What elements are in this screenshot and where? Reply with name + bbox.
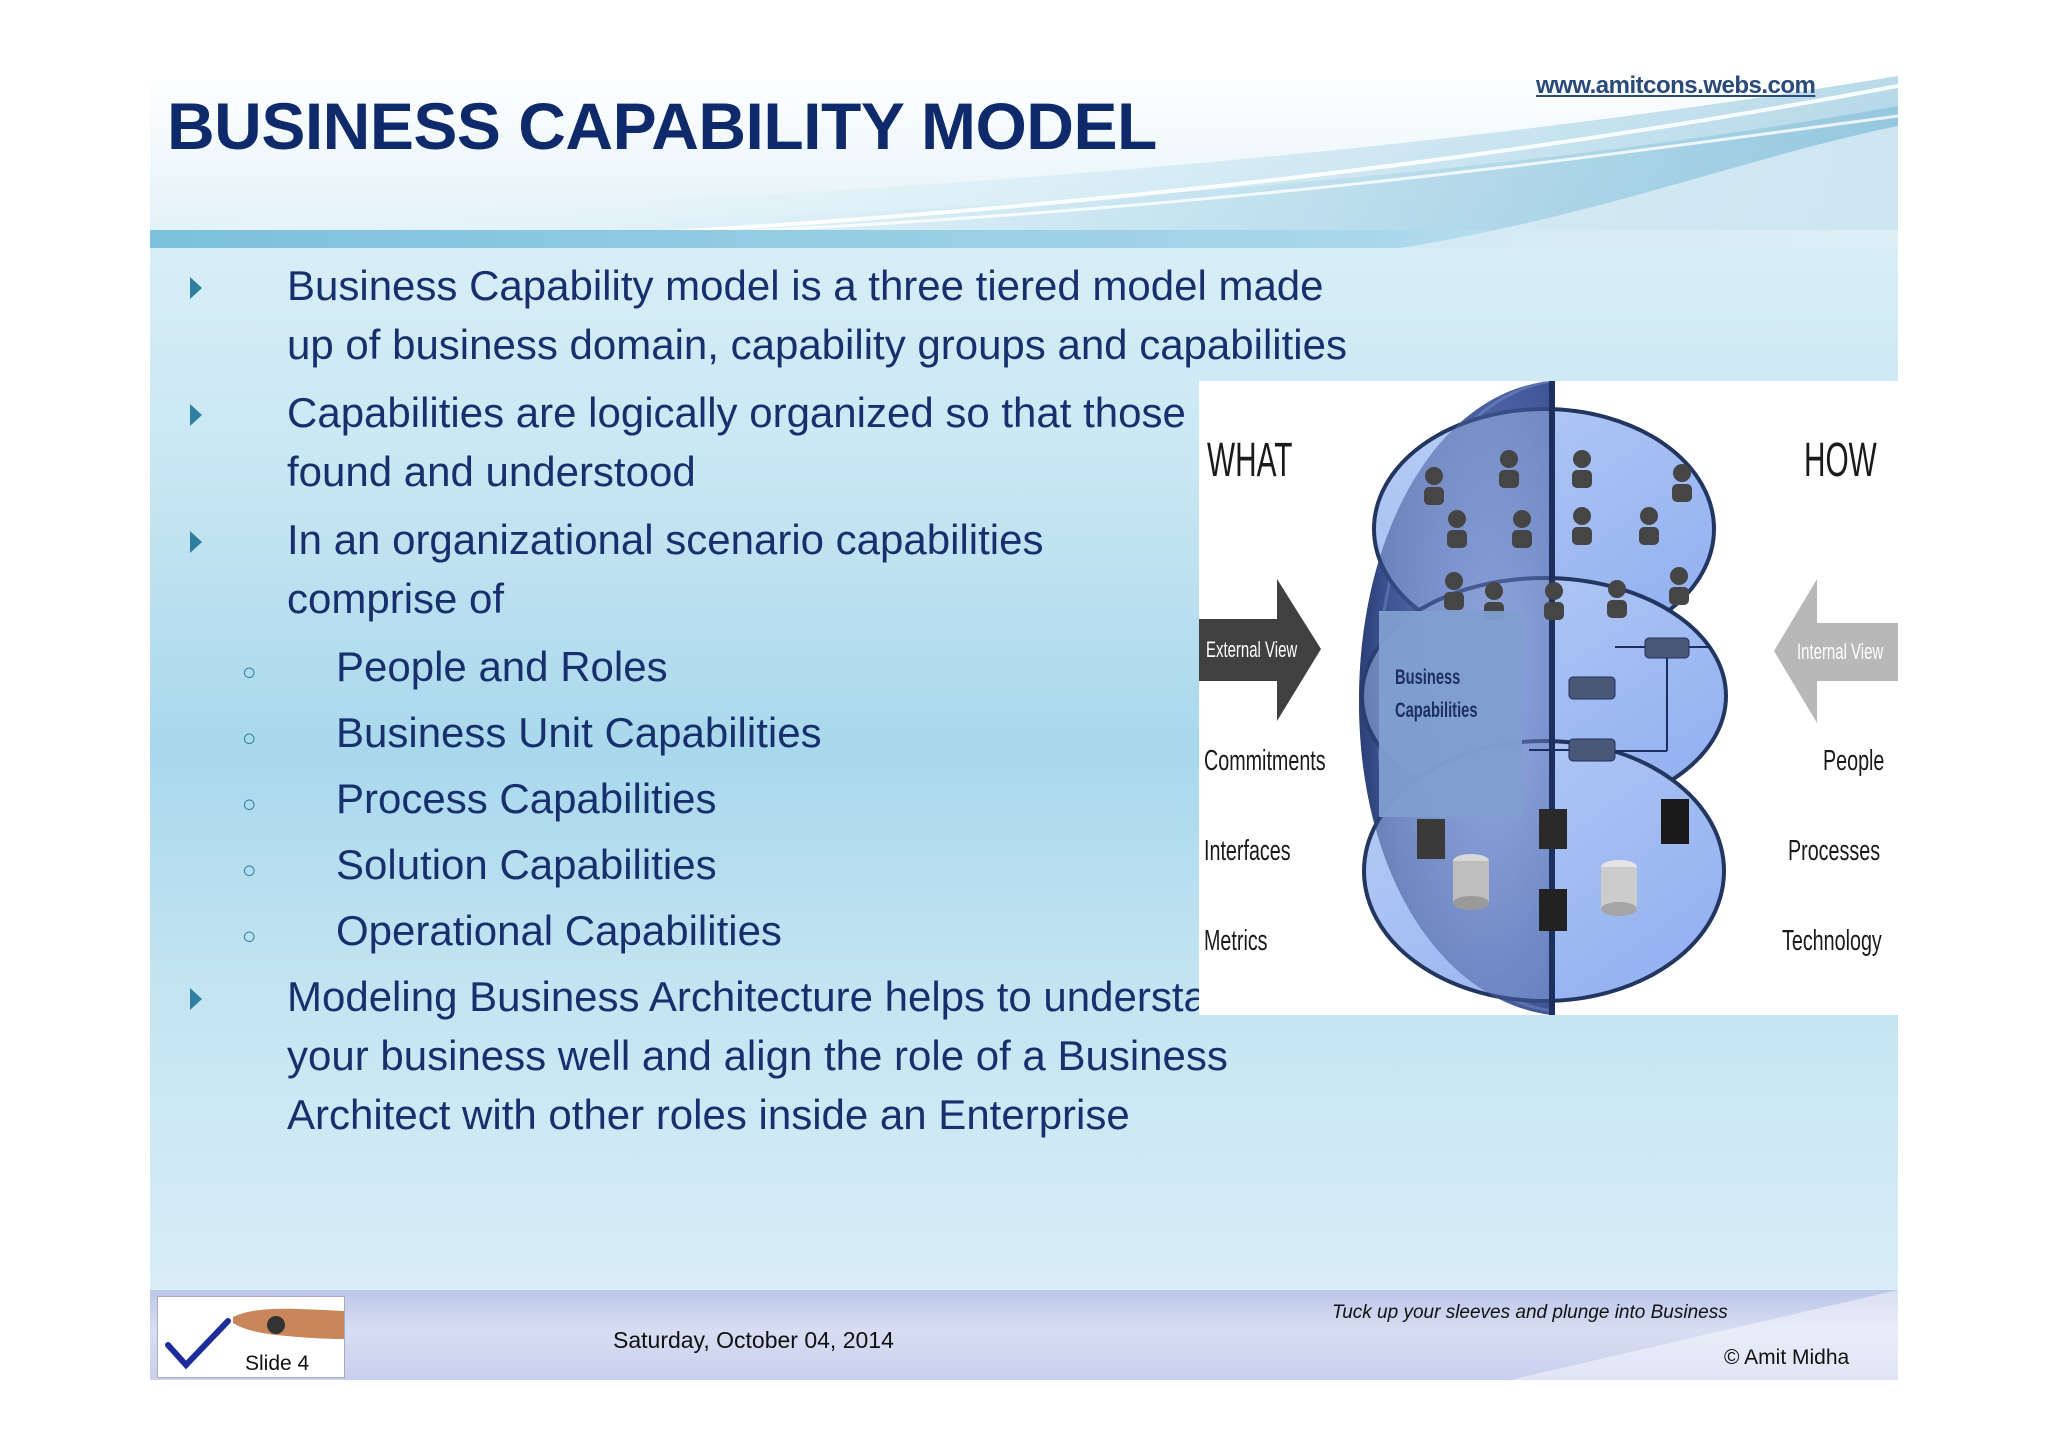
technology-label: Technology: [1782, 925, 1882, 957]
ring-bullet-icon: ○: [242, 659, 257, 686]
people-label: People: [1823, 745, 1885, 777]
checkmark-hand-logo-icon: [165, 1308, 344, 1370]
slide-header: BUSINESS CAPABILITY MODEL www.amitcons.w…: [150, 66, 1898, 248]
sub-bullet-text: Operational Capabilities: [336, 907, 782, 954]
capability-diagram: WHAT HOW External View Internal View Bus…: [1199, 381, 1898, 1015]
footer-copyright: © Amit Midha: [1724, 1346, 1850, 1369]
footer-wedge-graphic: [1510, 1290, 1898, 1380]
ring-bullet-icon: ○: [242, 725, 257, 752]
ring-bullet-icon: ○: [242, 791, 257, 818]
header-swoosh-graphic: [150, 76, 1898, 248]
ring-bullet-icon: ○: [242, 857, 257, 884]
page-title: BUSINESS CAPABILITY MODEL: [167, 89, 1157, 163]
sub-bullet-item: ○ Operational Capabilities: [190, 901, 1370, 960]
slide-footer: Slide 4 Saturday, October 04, 2014 Tuck …: [150, 1290, 1898, 1380]
bullet-arrow-icon: [190, 277, 202, 299]
bullet-arrow-icon: [190, 531, 202, 553]
interfaces-label: Interfaces: [1204, 835, 1291, 867]
bullet-arrow-icon: [190, 404, 202, 426]
slide: BUSINESS CAPABILITY MODEL www.amitcons.w…: [150, 66, 1898, 1380]
capability-diagram-graphic: [1199, 381, 1898, 1015]
footer-date: Saturday, October 04, 2014: [613, 1327, 894, 1353]
sub-bullet-item: ○ Process Capabilities: [190, 769, 1370, 828]
sub-bullet-item: ○ Business Unit Capabilities: [190, 703, 1370, 762]
footer-tagline: Tuck up your sleeves and plunge into Bus…: [1332, 1302, 1728, 1323]
bullet-text: Business Capability model is a three tie…: [287, 262, 1347, 368]
bullet-arrow-icon: [190, 988, 202, 1010]
bullet-text: In an organizational scenario capabiliti…: [287, 516, 1044, 622]
bullet-list: Business Capability model is a three tie…: [190, 256, 1370, 1153]
bullet-text: Modeling Business Architecture helps to …: [287, 973, 1254, 1138]
sub-bullet-item: ○ People and Roles: [190, 637, 1370, 696]
how-label: HOW: [1804, 434, 1877, 487]
commitments-label: Commitments: [1204, 745, 1326, 777]
bullet-item: Capabilities are logically organized so …: [190, 383, 1370, 501]
business-capabilities-label-line1: Business: [1395, 666, 1461, 689]
external-view-label: External View: [1206, 637, 1298, 662]
ring-bullet-icon: ○: [242, 923, 257, 950]
metrics-label: Metrics: [1204, 925, 1268, 957]
logo: [157, 1296, 345, 1378]
bullet-item: Modeling Business Architecture helps to …: [190, 967, 1287, 1144]
business-capabilities-label-line2: Capabilities: [1395, 699, 1478, 722]
bullet-text: Capabilities are logically organized so …: [287, 389, 1324, 495]
sub-bullet-text: Business Unit Capabilities: [336, 709, 822, 756]
processes-label: Processes: [1788, 835, 1881, 867]
internal-view-label: Internal View: [1797, 639, 1884, 664]
sub-bullet-text: Process Capabilities: [336, 775, 717, 822]
bullet-item: In an organizational scenario capabiliti…: [190, 510, 1167, 628]
slide-number: Slide 4: [245, 1352, 310, 1375]
what-label: WHAT: [1207, 434, 1293, 487]
sub-bullet-text: People and Roles: [336, 643, 668, 690]
sub-bullet-text: Solution Capabilities: [336, 841, 717, 888]
sub-bullet-item: ○ Solution Capabilities: [190, 835, 1370, 894]
bullet-item: Business Capability model is a three tie…: [190, 256, 1370, 374]
website-link[interactable]: www.amitcons.webs.com: [1536, 72, 1816, 99]
